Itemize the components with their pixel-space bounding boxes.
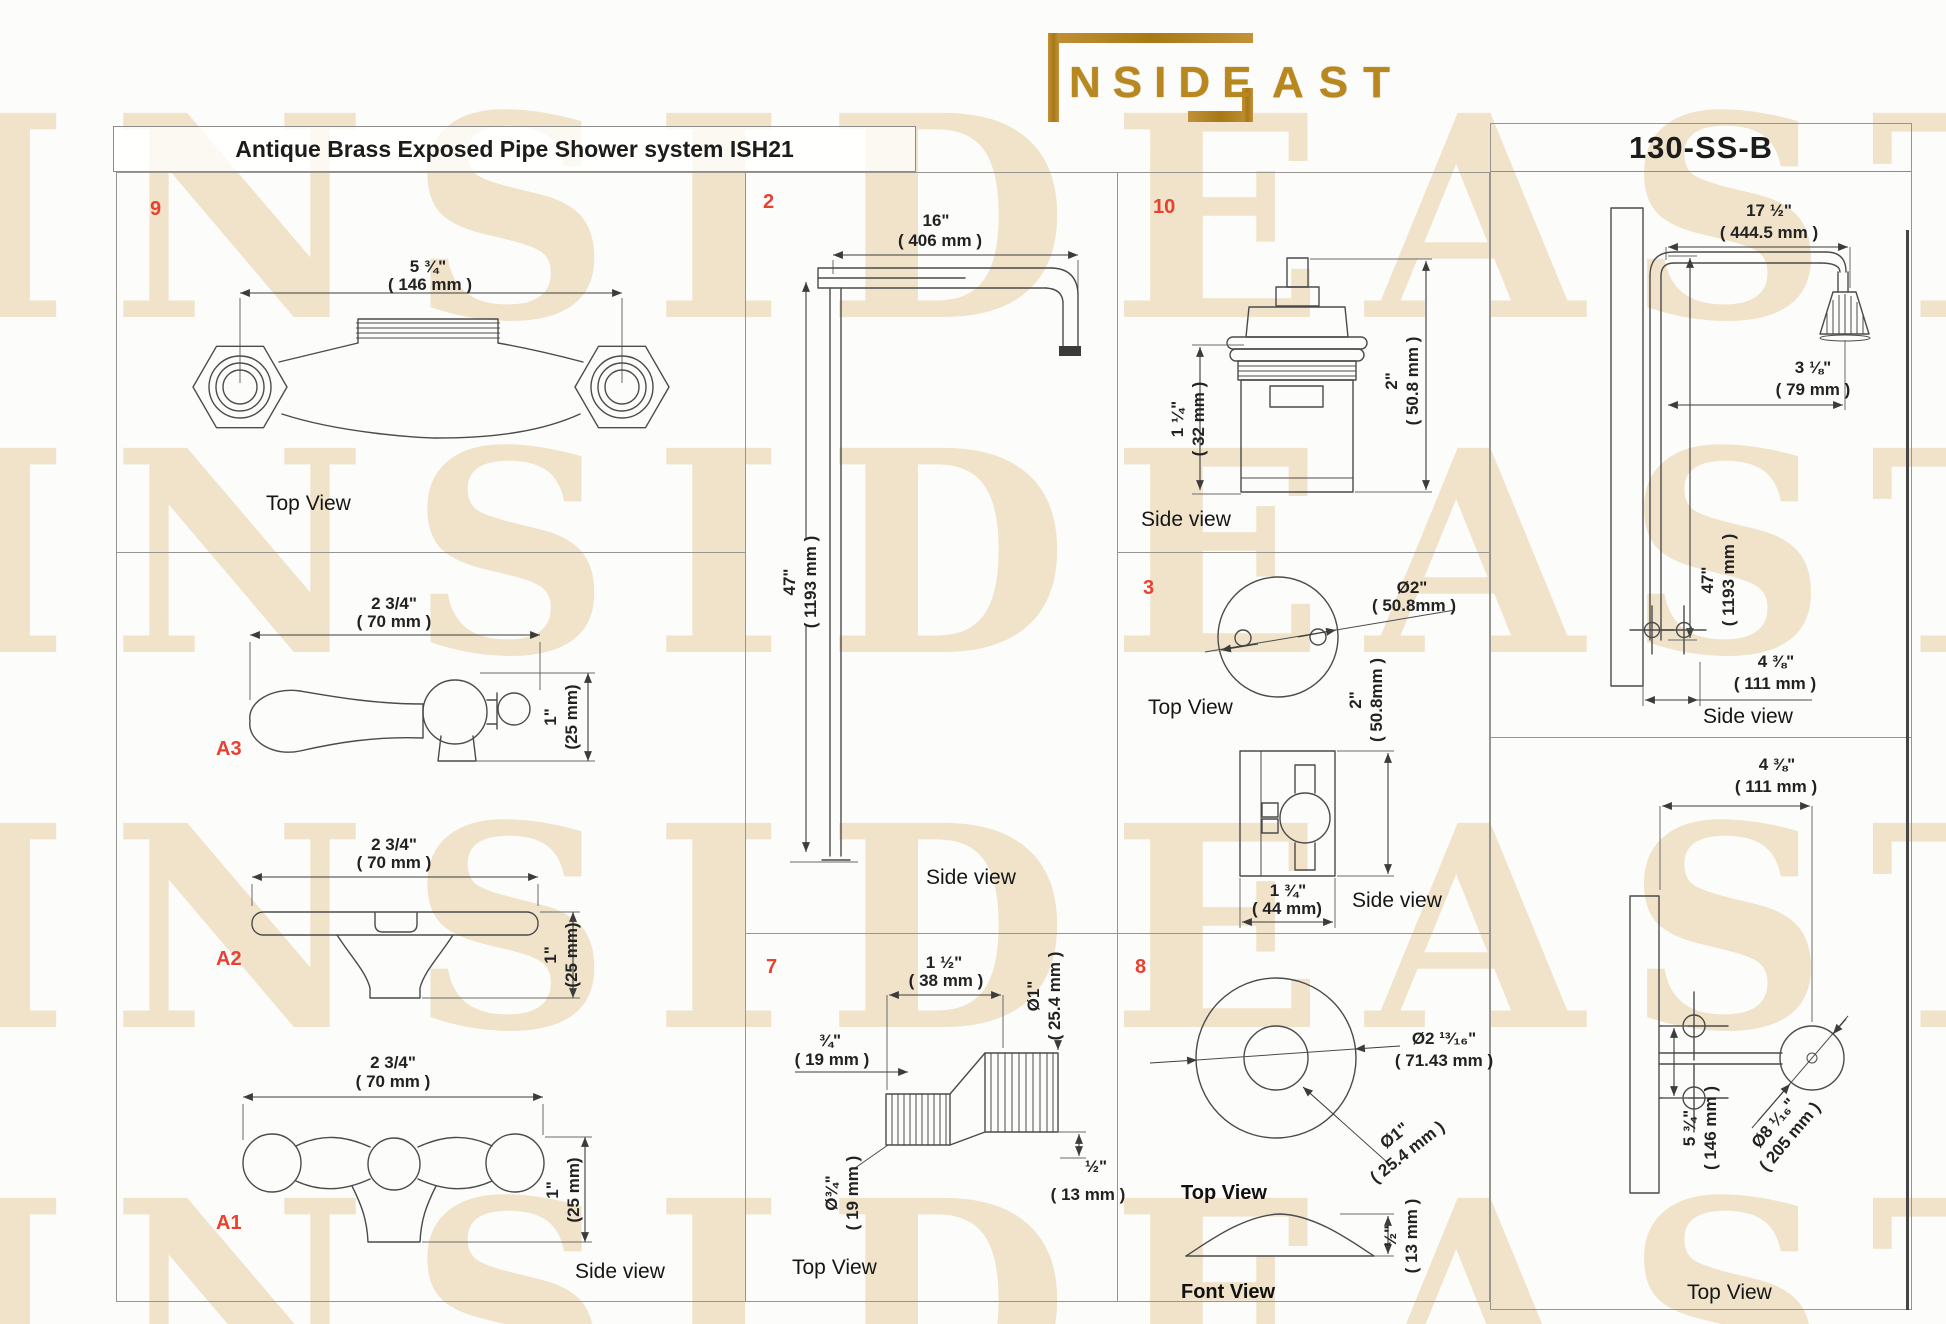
dim-valve-width-in: 1 ¾" <box>1269 880 1307 900</box>
dim-depth-top-mm: ( 111 mm ) <box>1734 776 1818 796</box>
part-number-7: 7 <box>766 956 778 978</box>
dim-head-offset-mm: ( 79 mm ) <box>1775 379 1851 399</box>
assembled-top-view-drawing <box>1629 802 1849 1194</box>
dim-width-mm: ( 146 mm ) <box>387 274 473 294</box>
right-panel-divider <box>1490 737 1912 739</box>
logo-frame-right <box>1242 88 1253 122</box>
dim-a3-height: 1"(25 mm) <box>540 684 581 750</box>
logo-frame-left-i <box>1048 33 1059 122</box>
part-number-3: 3 <box>1143 577 1155 599</box>
grid-divider-h1-left <box>116 552 745 554</box>
caption-side-view-valve: Side view <box>1352 889 1442 912</box>
main-grid-border <box>116 172 1490 1302</box>
right-panel-border <box>1490 123 1912 1310</box>
dim-handle-spacing: 5 ¾"( 146 mm ) <box>1679 1085 1720 1171</box>
logo-frame-bottom <box>1188 111 1253 122</box>
nipple-fitting-drawing <box>795 991 1086 1169</box>
dim-valve-depth-mm: ( 111 mm ) <box>1733 673 1817 693</box>
caption-top-view-system: Top View <box>1687 1281 1772 1304</box>
dim-a1-height: 1"(25 mm) <box>542 1157 583 1223</box>
grid-divider-h1-right <box>1117 552 1490 554</box>
dim-head-offset-in: 3 ⅛" <box>1794 357 1832 377</box>
part-number-2: 2 <box>763 191 775 213</box>
caption-top-view: Top View <box>266 492 351 515</box>
dim-a1-width-mm: ( 70 mm ) <box>355 1071 431 1091</box>
caption-side-view-system: Side view <box>1703 705 1793 728</box>
dim-riser: 47"( 1193 mm ) <box>779 535 820 629</box>
dim-cartridge-left: 1 ¼"( 32 mm ) <box>1167 381 1208 457</box>
dim-nipple-dia1: Ø1"( 25.4 mm ) <box>1023 951 1064 1041</box>
caption-top-view-flange: Top View <box>1181 1182 1267 1204</box>
caption-side-view-pipe: Side view <box>926 866 1016 889</box>
dim-nipple-seg-in: ¾" <box>818 1030 842 1050</box>
dim-system-width-mm: ( 444.5 mm ) <box>1719 222 1819 242</box>
dim-nipple-seg-mm: ( 19 mm ) <box>794 1049 870 1069</box>
escutcheon-valve-drawing <box>1204 576 1456 928</box>
dim-a2-width-in: 2 3/4" <box>371 834 417 854</box>
caption-top-view-nipple: Top View <box>792 1256 877 1279</box>
dim-nipple-offset-in: ½" <box>1084 1156 1108 1176</box>
handle-a3-drawing <box>249 631 595 762</box>
dim-arm-mm: ( 406 mm ) <box>897 230 983 250</box>
faucet-body-top-view-drawing <box>192 289 670 439</box>
grid-divider-h2 <box>745 933 1490 935</box>
dim-nipple-offset-mm: ( 13 mm ) <box>1050 1184 1126 1204</box>
dim-escutcheon-dia-mm: ( 50.8mm ) <box>1371 595 1457 615</box>
dim-valve-height: 2"( 50.8mm ) <box>1345 657 1386 743</box>
dim-width-in: 5 ¾" <box>409 256 447 276</box>
logo-text-framed: NSIDE <box>1069 58 1264 107</box>
grid-divider-v2 <box>1117 172 1119 1302</box>
dim-cartridge-right: 2"( 50.8 mm ) <box>1381 336 1422 426</box>
dim-valve-depth-in: 4 ⅜" <box>1757 651 1795 671</box>
dim-valve-width-mm: ( 44 mm) <box>1252 898 1322 918</box>
dim-a2-height: 1"(25 mm) <box>540 922 581 988</box>
dim-nipple-length-in: 1 ½" <box>925 952 963 972</box>
cartridge-drawing <box>1192 257 1432 495</box>
dim-nipple-length-mm: ( 38 mm ) <box>908 970 984 990</box>
dim-a1-width-in: 2 3/4" <box>370 1052 416 1072</box>
part-label-a1: A1 <box>216 1212 242 1234</box>
logo-text-outside: AST <box>1272 58 1405 107</box>
dim-system-width-in: 17 ½" <box>1746 200 1792 220</box>
grid-divider-v1 <box>745 172 747 1302</box>
dim-a2-width-mm: ( 70 mm ) <box>356 852 432 872</box>
dim-system-height: 47"( 1193 mm ) <box>1697 533 1738 627</box>
dim-flange-outer-mm: ( 71.43 mm ) <box>1394 1050 1494 1070</box>
dim-a3-width-in: 2 3/4" <box>371 593 417 613</box>
page-edge-line <box>1906 230 1909 1310</box>
dim-arm-in: 16" <box>922 210 950 230</box>
handle-a1-drawing <box>242 1093 592 1243</box>
caption-side-view-cartridge: Side view <box>1141 508 1231 531</box>
dim-escutcheon-dia-in: Ø2" <box>1396 577 1428 597</box>
dim-flange-thickness: ½"( 13 mm ) <box>1380 1198 1421 1274</box>
part-number-8: 8 <box>1135 956 1147 978</box>
caption-side-view-handles: Side view <box>575 1260 665 1283</box>
dim-depth-top-in: 4 ⅜" <box>1758 754 1796 774</box>
part-label-a3: A3 <box>216 738 242 760</box>
dim-nipple-dia2: Ø¾"( 19 mm ) <box>821 1155 862 1231</box>
flange-drawing <box>1149 977 1401 1257</box>
dim-flange-outer-in: Ø2 ¹³⁄₁₆" <box>1411 1028 1477 1048</box>
shower-pipe-drawing <box>790 251 1081 863</box>
caption-front-view-flange: Font View <box>1181 1281 1276 1303</box>
logo-frame-top <box>1048 33 1253 43</box>
caption-top-view-escutcheon: Top View <box>1148 696 1233 719</box>
dim-a3-width-mm: ( 70 mm ) <box>356 611 432 631</box>
handle-a2-drawing <box>251 873 580 999</box>
part-number-9: 9 <box>150 198 162 220</box>
part-number-10: 10 <box>1153 196 1176 218</box>
document-title: Antique Brass Exposed Pipe Shower system… <box>113 126 916 172</box>
assembled-side-view-drawing <box>1610 207 1871 706</box>
part-label-a2: A2 <box>216 948 242 970</box>
